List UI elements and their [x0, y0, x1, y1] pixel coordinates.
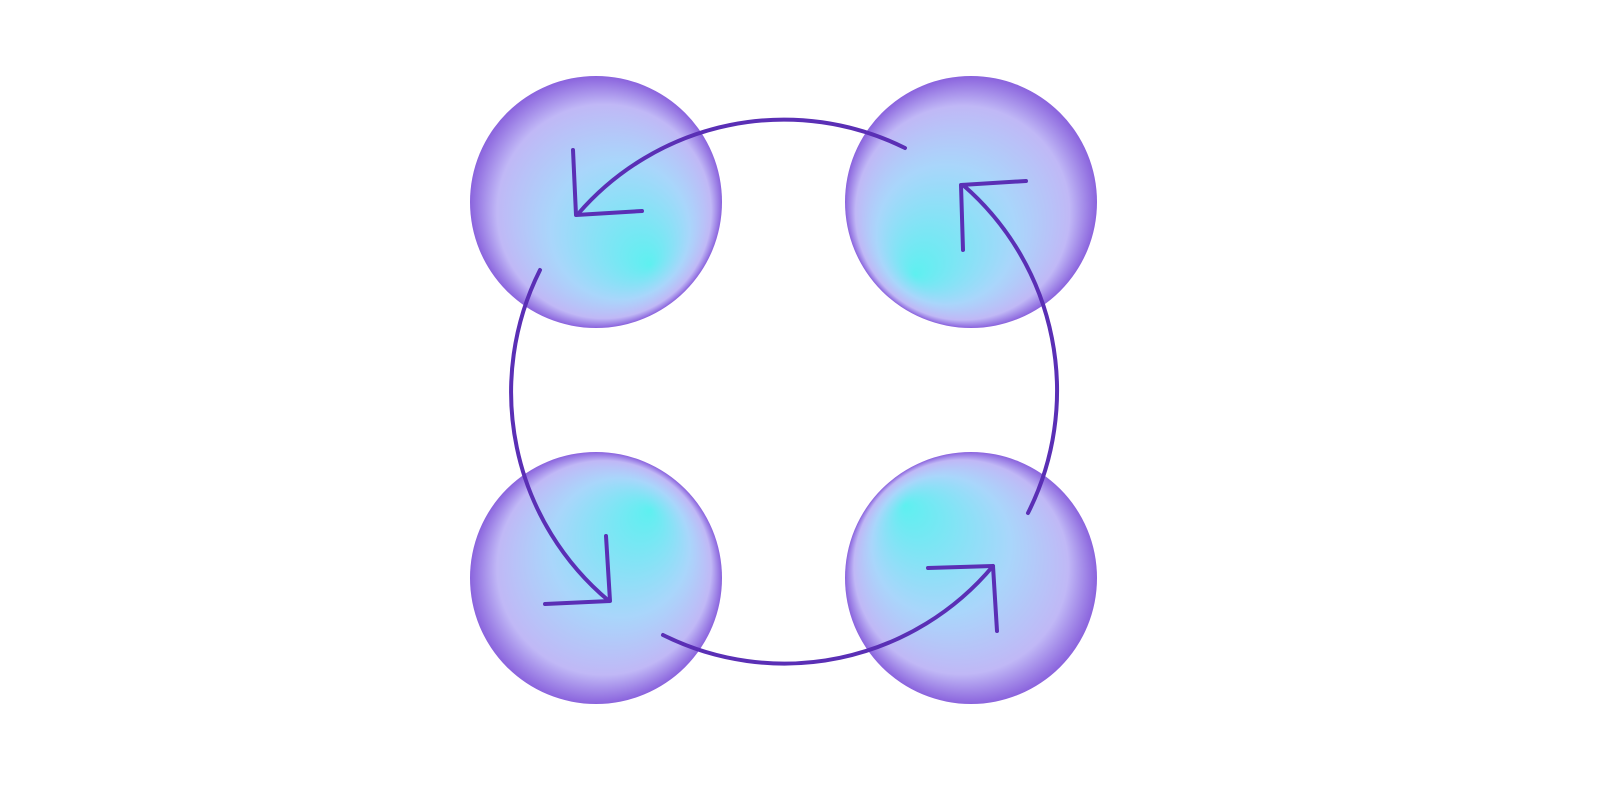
arrowhead-icon	[926, 564, 999, 633]
node-circle-top-right	[845, 76, 1097, 328]
arrow-bottom	[661, 564, 999, 666]
arrowhead-icon	[543, 534, 612, 606]
arrow-top	[571, 117, 907, 217]
node-circle-bottom-left	[470, 452, 722, 704]
arrow-right	[959, 179, 1059, 515]
node-circle-bottom-right	[845, 452, 1097, 704]
arrowhead-icon	[959, 179, 1028, 252]
arrowhead-icon	[571, 148, 644, 217]
arrow-left	[509, 268, 612, 606]
node-circle-top-left	[470, 76, 722, 328]
